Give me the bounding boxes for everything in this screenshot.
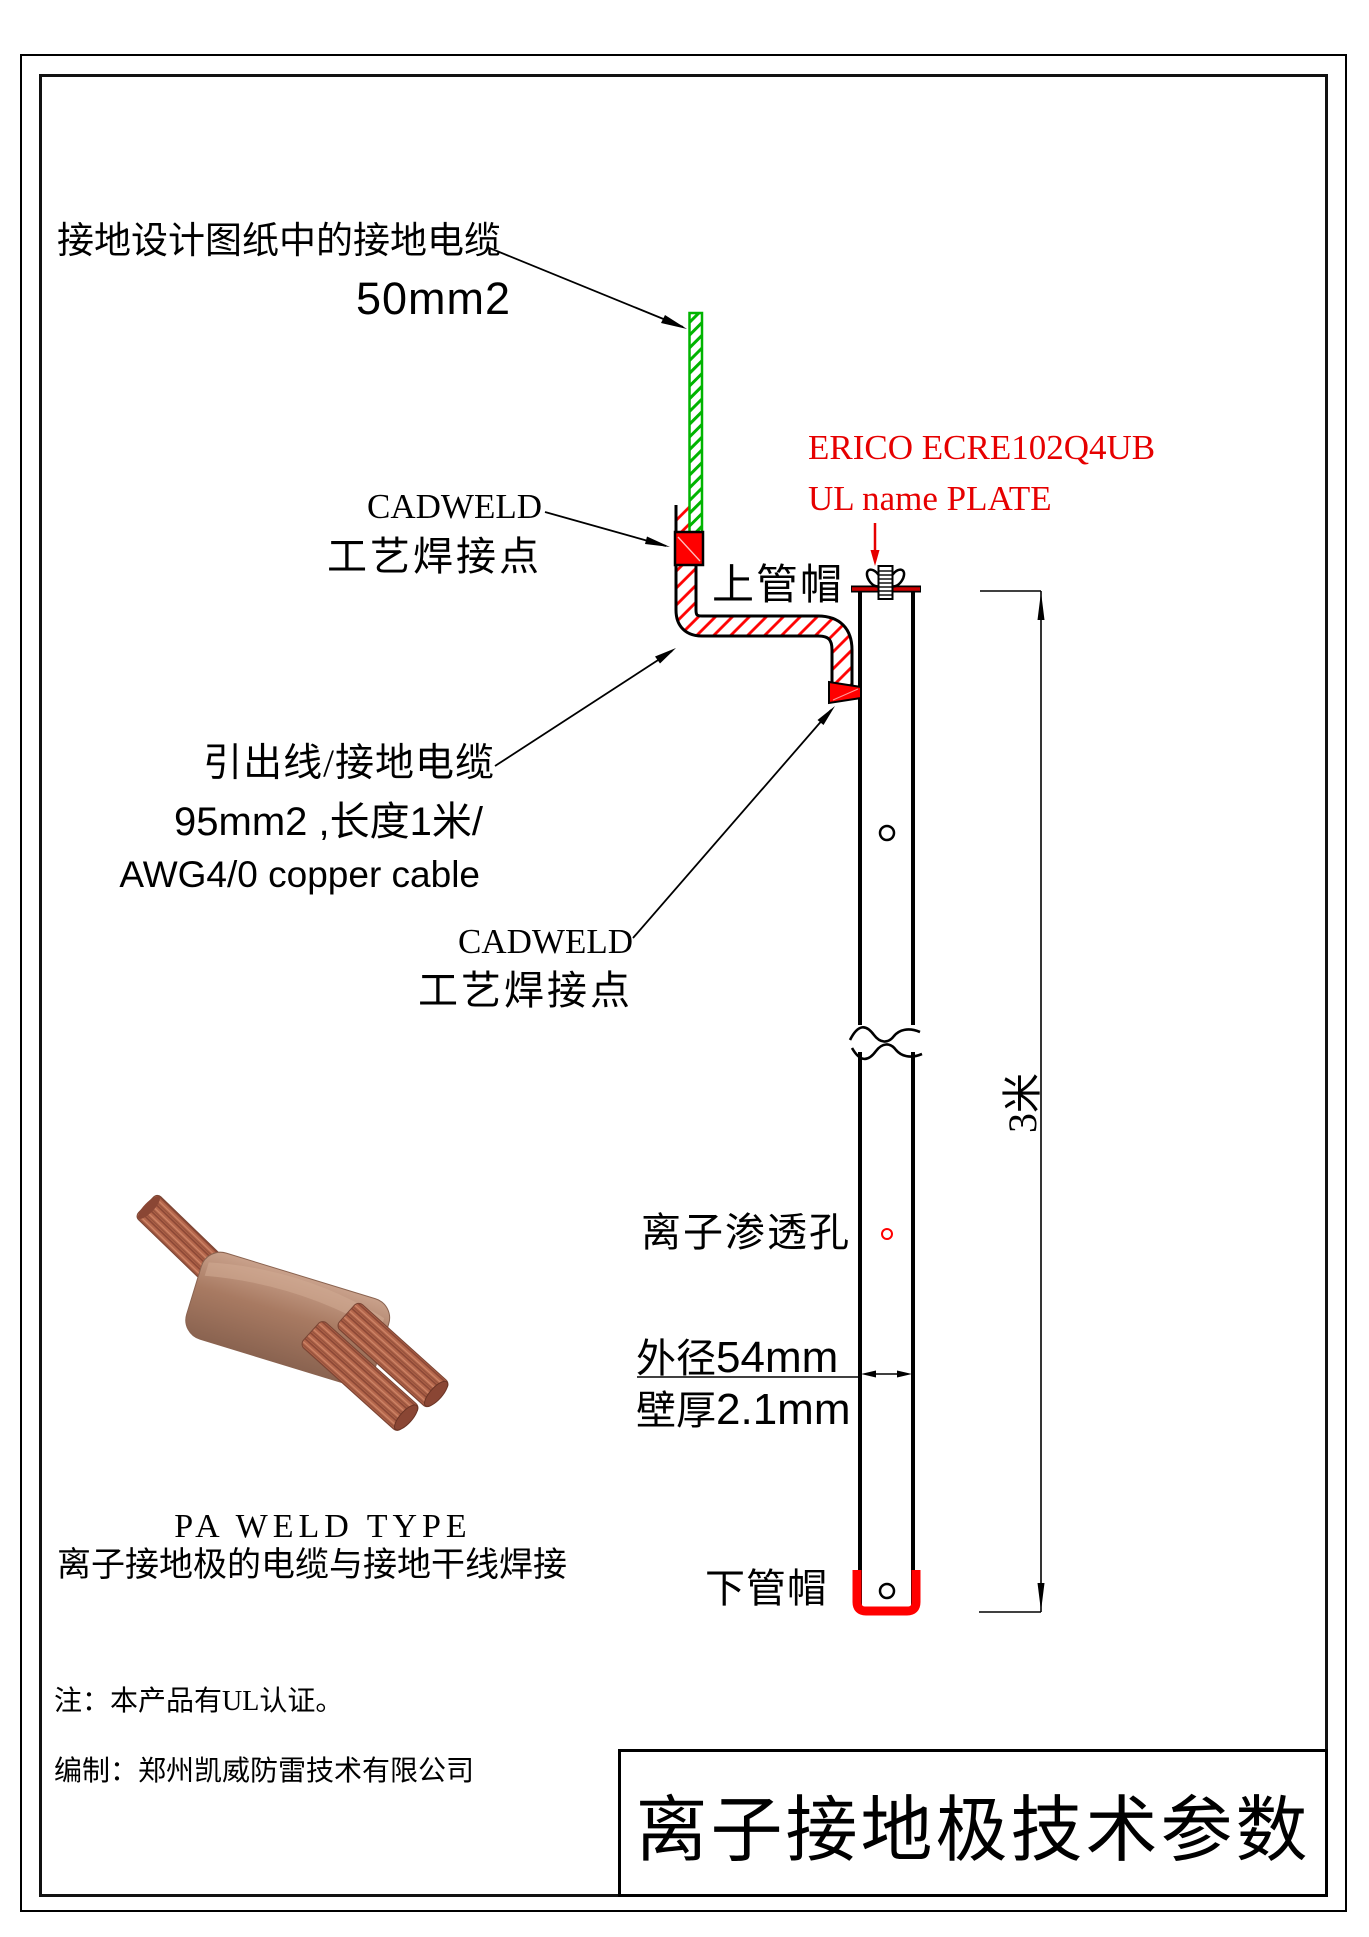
ground-cable-50mm — [688, 311, 704, 536]
cadweld-bottom-label: CADWELD 工艺焊接点 — [371, 922, 633, 1014]
nameplate-type: UL name PLATE — [808, 479, 1052, 518]
dimension-54mm — [637, 1370, 912, 1378]
outer-diameter-value: 54mm — [716, 1333, 839, 1382]
cadweld-joint-pipe — [828, 680, 862, 705]
author-note: 编制：郑州凯威防雷技术有限公司 — [54, 1756, 475, 1787]
leader-ground-cable — [486, 246, 687, 329]
pipe-break-symbol — [848, 1025, 923, 1061]
cadweld-top-title: CADWELD — [367, 487, 542, 526]
ground-cable-label: 接地设计图纸中的接地电缆 — [57, 221, 501, 262]
title-block: 离子接地极技术参数 — [618, 1749, 1328, 1897]
ul-name-plate — [865, 565, 906, 600]
leader-lead-cable — [494, 648, 676, 767]
leader-cadweld-top — [544, 511, 670, 547]
cadweld-bottom-subtitle: 工艺焊接点 — [418, 968, 633, 1014]
pa-weld-illustration — [136, 1194, 449, 1431]
cadweld-joint-top — [673, 530, 705, 567]
electrode-pipe — [858, 591, 915, 1611]
wall-thickness-value: 2.1mm — [716, 1385, 851, 1434]
lead-cable-95mm — [674, 505, 854, 695]
outer-border — [20, 54, 1347, 1912]
nameplate-label: ERICO ECRE102Q4UB UL name PLATE — [808, 422, 1155, 524]
cadweld-top-subtitle: 工艺焊接点 — [327, 534, 542, 580]
drawing-title: 离子接地极技术参数 — [635, 1790, 1311, 1871]
top-cap-label: 上管帽 — [712, 563, 845, 609]
outer-diameter-label: 外径54mm — [636, 1333, 838, 1382]
cadweld-bottom-title: CADWELD — [458, 922, 633, 961]
outer-diameter-prefix: 外径 — [636, 1336, 716, 1381]
lead-cable-label: 引出线/接地电缆 — [203, 742, 495, 785]
dimension-3m — [979, 590, 1045, 1613]
ion-permeation-hole — [881, 1228, 893, 1240]
vent-hole-bottom — [878, 1582, 896, 1600]
vent-hole-top — [878, 824, 896, 842]
nameplate-model: ERICO ECRE102Q4UB — [808, 428, 1156, 467]
lead-cable-awg-label: AWG4/0 copper cable — [119, 854, 480, 895]
cadweld-top-label: CADWELD 工艺焊接点 — [280, 487, 542, 580]
ground-cable-size-label: 50mm2 — [356, 273, 512, 324]
leader-nameplate — [870, 523, 880, 566]
ul-note: 注：本产品有UL认证。 — [54, 1686, 344, 1717]
leader-cadweld-bottom — [632, 706, 835, 939]
bottom-cap-label: 下管帽 — [705, 1566, 828, 1611]
lead-cable-size-label: 95mm2 ,长度1米/ — [174, 800, 483, 844]
length-dimension-label: 3米 — [1000, 1073, 1045, 1133]
pa-weld-caption: 离子接地极的电缆与接地干线焊接 — [57, 1547, 567, 1584]
ion-hole-label: 离子渗透孔 — [641, 1210, 851, 1255]
wall-thickness-label: 壁厚2.1mm — [636, 1385, 850, 1434]
wall-thickness-prefix: 壁厚 — [636, 1388, 716, 1433]
pa-weld-title: PA WELD TYPE — [174, 1508, 472, 1545]
bottom-pipe-cap — [852, 1570, 921, 1616]
